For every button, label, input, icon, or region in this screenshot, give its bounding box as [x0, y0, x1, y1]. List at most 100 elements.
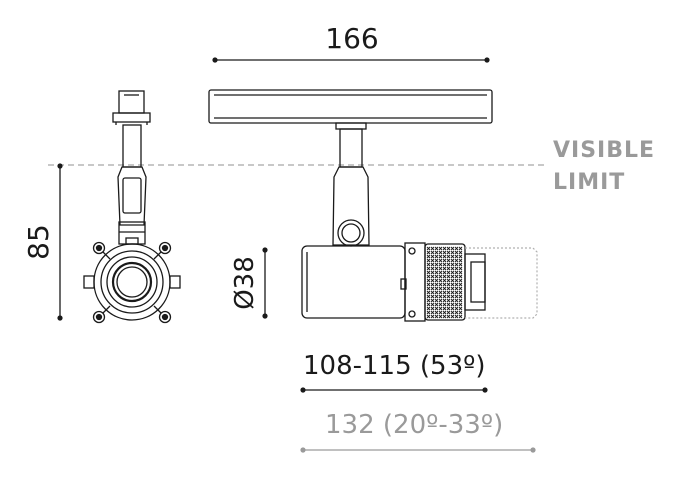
knurl-mark [450, 274, 455, 279]
dimension-length-wide-text: 132 (20º-33º) [325, 410, 503, 440]
visible-limit-label-2: LIMIT [553, 170, 625, 195]
knurl-mark [446, 274, 451, 279]
knurl-mark [426, 278, 431, 283]
knurl-mark [426, 270, 431, 275]
knurl-mark [450, 278, 455, 283]
knurl-mark [450, 258, 455, 263]
knurl-mark [454, 262, 459, 267]
dimension-top-width-text: 166 [325, 22, 378, 55]
dimension-side-height-text: 85 [22, 224, 55, 260]
dimension-length-wide: 132 (20º-33º) [300, 410, 536, 453]
knurl-mark [426, 258, 431, 263]
knurl-mark [446, 290, 451, 295]
knurl-mark [430, 274, 435, 279]
knurl-mark [430, 302, 435, 307]
knurl-mark [446, 306, 451, 311]
knurl-mark [430, 258, 435, 263]
knurl-mark [454, 290, 459, 295]
knurl-mark [454, 246, 459, 251]
knurl-mark [442, 262, 447, 267]
knurl-mark [458, 262, 463, 267]
knurl-mark [426, 274, 431, 279]
knurl-mark [434, 254, 439, 259]
knurl-mark [430, 278, 435, 283]
knurl-mark [454, 254, 459, 259]
knurl-mark [426, 306, 431, 311]
knurl-mark [430, 306, 435, 311]
knurl-mark [426, 254, 431, 259]
knurl-mark [430, 254, 435, 259]
knurl-mark [426, 262, 431, 267]
knurl-mark [434, 258, 439, 263]
knurl-mark [450, 254, 455, 259]
knurl-mark [434, 314, 439, 319]
knurl-mark [442, 310, 447, 315]
knurl-mark [450, 246, 455, 251]
knurl-mark [438, 290, 443, 295]
knurl-mark [450, 286, 455, 291]
knurl-mark [434, 286, 439, 291]
knurl-mark [430, 286, 435, 291]
dimension-side-height: 85 [22, 163, 63, 321]
knurl-mark [426, 302, 431, 307]
knurl-mark [454, 286, 459, 291]
lens-tip [464, 253, 486, 311]
knurl-mark [446, 302, 451, 307]
knurl-mark [446, 254, 451, 259]
knurl-mark [442, 266, 447, 271]
knurl-mark [430, 290, 435, 295]
knurl-mark [438, 274, 443, 279]
knurl-mark [434, 282, 439, 287]
knurl-mark [450, 302, 455, 307]
knurl-mark [430, 298, 435, 303]
dimension-diameter: Ø38 [230, 247, 268, 319]
knurl-mark [454, 294, 459, 299]
knurl-mark [442, 246, 447, 251]
knurl-mark [454, 274, 459, 279]
knurl-mark [442, 294, 447, 299]
knurl-mark [458, 294, 463, 299]
knurl-mark [442, 274, 447, 279]
knurl-mark [434, 262, 439, 267]
knurl-mark [454, 306, 459, 311]
knurl-mark [458, 306, 463, 311]
knurl-mark [442, 302, 447, 307]
visible-limit-label-1: VISIBLE [553, 138, 655, 163]
dimension-diameter-text: Ø38 [230, 256, 260, 310]
knurl-mark [450, 290, 455, 295]
knurl-mark [438, 282, 443, 287]
knurl-mark [458, 258, 463, 263]
knurl-mark [442, 282, 447, 287]
knurl-mark [438, 294, 443, 299]
optional-lens-outline [465, 247, 538, 319]
knurl-mark [438, 278, 443, 283]
knurl-mark [446, 282, 451, 287]
knurl-mark [438, 306, 443, 311]
dimension-length-narrow: 108-115 (53º) [300, 351, 488, 393]
knurl-mark [442, 298, 447, 303]
knurl-mark [442, 270, 447, 275]
knurl-mark [458, 302, 463, 307]
knurl-mark [450, 266, 455, 271]
dimension-top-width: 166 [212, 22, 490, 63]
knurl-mark [442, 286, 447, 291]
knurl-mark [426, 250, 431, 255]
knurl-mark [434, 274, 439, 279]
knurl-mark [454, 310, 459, 315]
knurl-mark [434, 310, 439, 315]
dimension-length-narrow-text: 108-115 (53º) [303, 351, 486, 381]
knurl-mark [446, 258, 451, 263]
knurl-mark [450, 294, 455, 299]
knurl-mark [446, 250, 451, 255]
knurled-focus-ring [426, 246, 463, 319]
knurl-mark [458, 286, 463, 291]
knurl-mark [446, 278, 451, 283]
knurl-mark [426, 294, 431, 299]
knurl-mark [438, 310, 443, 315]
knurl-mark [438, 246, 443, 251]
knurl-mark [458, 270, 463, 275]
side-view [208, 89, 493, 322]
knurl-mark [450, 282, 455, 287]
knurl-mark [438, 266, 443, 271]
